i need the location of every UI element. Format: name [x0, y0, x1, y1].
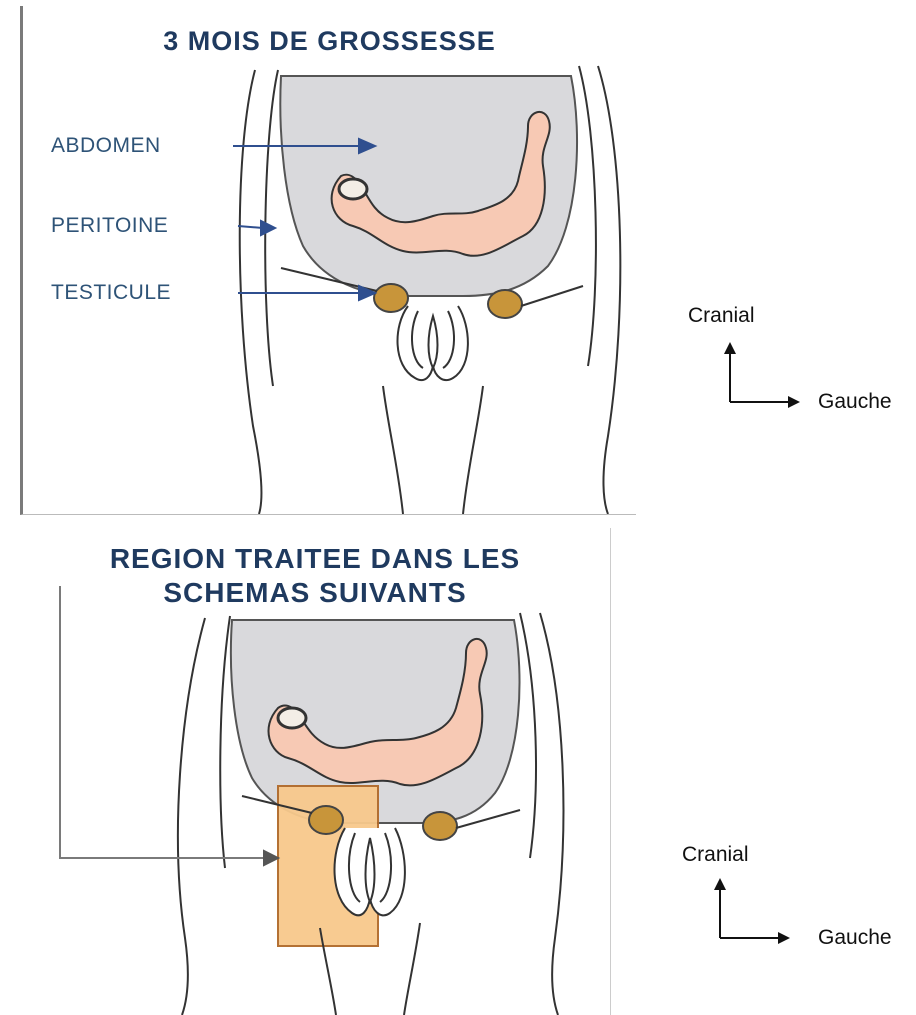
orientation-cranial-label: Cranial	[682, 843, 749, 867]
orientation-axes-icon	[708, 876, 798, 946]
diagram-title-top: 3 MOIS DE GROSSESSE	[23, 26, 636, 57]
orientation-gauche-label: Gauche	[818, 390, 892, 414]
testicle-left	[488, 290, 522, 318]
diagram-title-bottom-line1: REGION TRAITEE DANS LES	[20, 542, 610, 576]
diagram-title-bottom-line2: SCHEMAS SUIVANTS	[20, 576, 610, 610]
testicle-right	[374, 284, 408, 312]
diagram-panel-region: REGION TRAITEE DANS LES SCHEMAS SUIVANTS	[20, 528, 611, 1015]
intestine-opening	[278, 708, 306, 728]
intestine-opening	[339, 179, 367, 199]
orientation-axes-icon	[718, 340, 808, 410]
label-abdomen: ABDOMEN	[51, 134, 161, 158]
label-peritoine: PERITOINE	[51, 214, 168, 238]
diagram-panel-3-months: 3 MOIS DE GROSSESSE ABDOMEN PERITOINE TE…	[20, 6, 636, 515]
testicle-left	[423, 812, 457, 840]
diagram-title-bottom: REGION TRAITEE DANS LES SCHEMAS SUIVANTS	[20, 542, 610, 610]
orientation-gauche-label: Gauche	[818, 926, 892, 950]
testicle-right	[309, 806, 343, 834]
label-testicule: TESTICULE	[51, 281, 171, 305]
orientation-cranial-label: Cranial	[688, 304, 755, 328]
anatomy-illustration-top	[23, 6, 636, 514]
